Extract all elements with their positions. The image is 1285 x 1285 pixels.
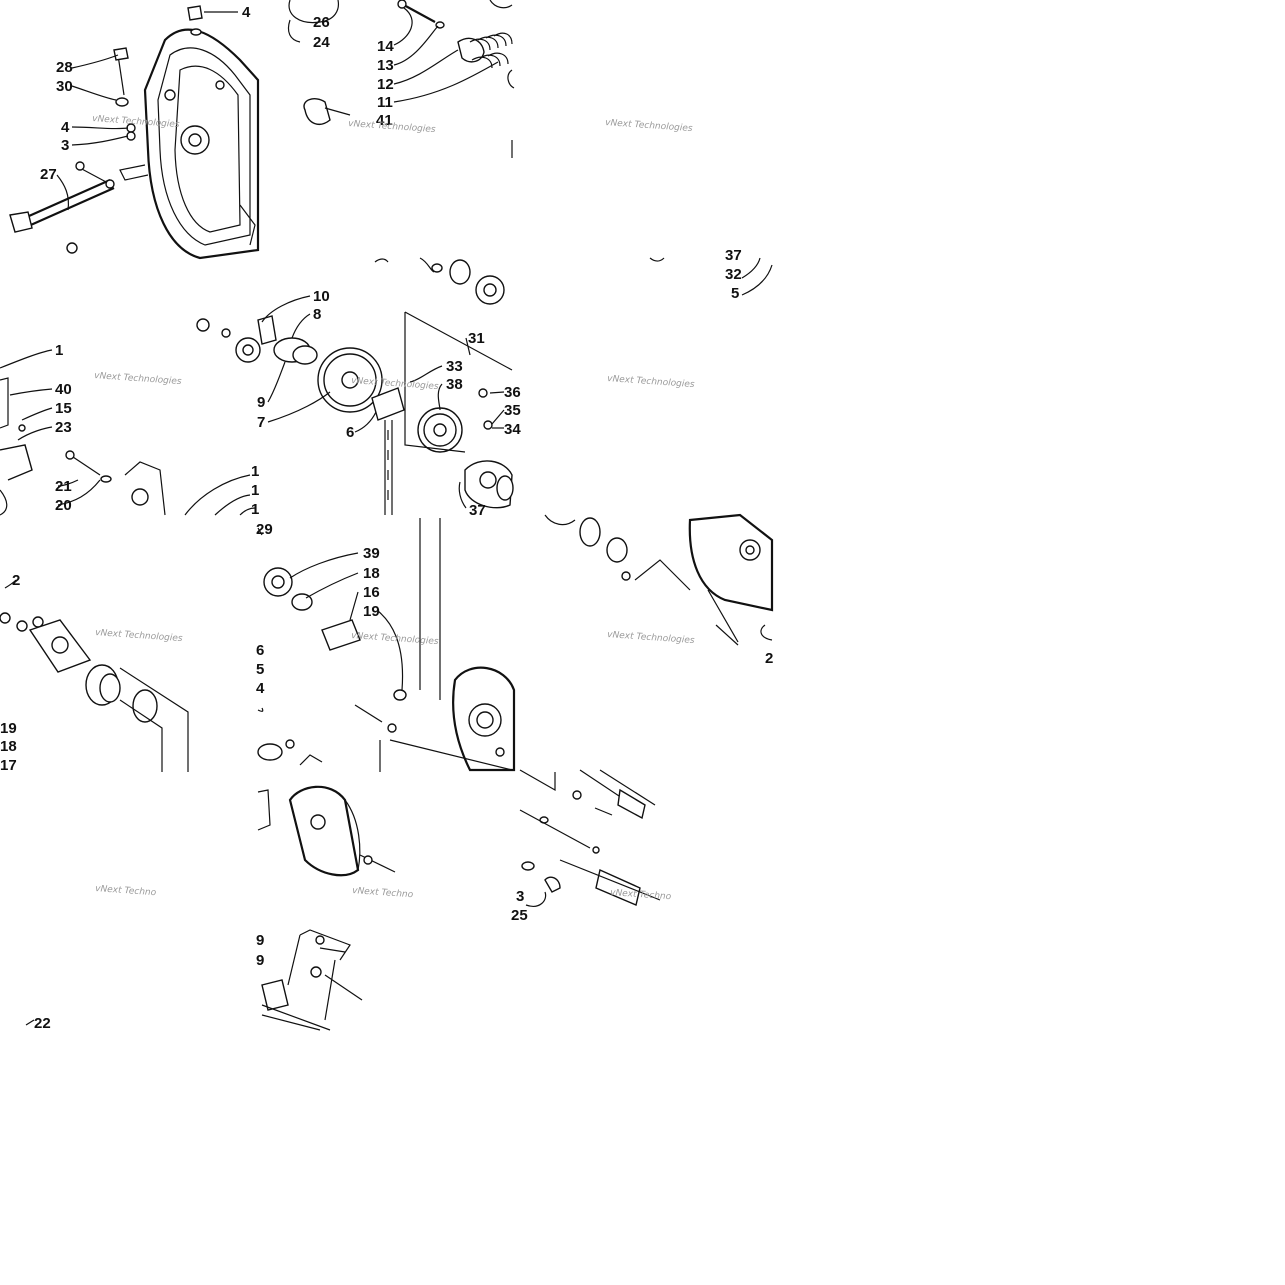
housing-cover-drawing	[9, 5, 260, 260]
watermark: vNext Technologies	[607, 630, 695, 646]
callout-label: 25	[511, 907, 528, 924]
callout-label: 12	[377, 76, 394, 93]
gear-train-drawing	[196, 257, 514, 515]
callout-label: 3	[61, 137, 69, 154]
callout-label: 24	[313, 34, 330, 51]
shaft-assembly-drawing	[519, 769, 661, 907]
callout-label: 37	[725, 247, 742, 264]
callout-label: 2	[765, 650, 773, 667]
callout-label: 1	[251, 482, 259, 499]
callout-label: 9	[257, 394, 265, 411]
watermark: vNext Technologies	[607, 374, 695, 390]
callout-label: 26	[313, 14, 330, 31]
callout-label: 10	[313, 288, 330, 305]
watermark: vNext Technologies	[95, 628, 183, 644]
callout-label: 17	[0, 757, 17, 774]
callout-label: 39	[363, 545, 380, 562]
watermark: vNext Technologies	[92, 114, 180, 130]
callout-label: 5	[256, 661, 264, 678]
callout-label: 32	[725, 266, 742, 283]
callout-label: 18	[363, 565, 380, 582]
watermark: vNext Techno	[610, 888, 672, 902]
watermark: vNext Techno	[352, 886, 414, 900]
callout-label: 18	[0, 738, 17, 755]
callout-label: 33	[446, 358, 463, 375]
callout-label: 14	[377, 38, 394, 55]
callout-label: 15	[55, 400, 72, 417]
callout-label: 1	[251, 501, 259, 518]
callout-label: 35	[504, 402, 521, 419]
callout-label: 1	[55, 342, 63, 359]
callout-label: 2	[12, 572, 20, 589]
callout-label: 21	[55, 478, 72, 495]
drive-plate-leader-lines	[257, 527, 404, 691]
callout-label: 29	[256, 521, 273, 538]
callout-label: 23	[55, 419, 72, 436]
watermarks: vNext Technologies vNext Technologies vN…	[92, 114, 695, 902]
watermark: vNext Technologies	[351, 631, 439, 647]
watermark: vNext Technologies	[94, 371, 182, 387]
callout-label: 4	[61, 119, 70, 136]
right-leader-lines	[649, 257, 773, 296]
callout-label: 7	[257, 414, 265, 431]
callout-label: 31	[468, 330, 485, 347]
svg-text:9: 9	[256, 952, 264, 969]
mounting-bracket-drawing	[257, 785, 396, 1031]
callout-label: 1	[251, 463, 259, 480]
callout-label: 30	[56, 78, 73, 95]
callout-label: 4	[256, 680, 265, 697]
housing-leader-lines	[56, 11, 238, 211]
spring-leader-lines	[393, 7, 499, 103]
callout-labels: 4 26 24 14 13 12 11 41 28 30 4 3 27 10 8…	[0, 4, 773, 1032]
callout-label: 5	[731, 285, 739, 302]
callout-label: 37	[469, 502, 486, 519]
callout-label: 6	[346, 424, 354, 441]
callout-label: 40	[55, 381, 72, 398]
watermark: vNext Techno	[95, 884, 157, 898]
callout-label: 27	[40, 166, 57, 183]
callout-label: 13	[377, 57, 394, 74]
callout-label: 8	[313, 306, 321, 323]
watermark: vNext Technologies	[348, 119, 436, 135]
callout-label: 4	[242, 4, 251, 21]
output-housing-drawing	[544, 513, 774, 646]
callout-label: 22	[34, 1015, 51, 1032]
callout-label: 41	[376, 112, 393, 129]
callout-label: 34	[504, 421, 521, 438]
chain-tensioner-drawing	[0, 377, 256, 516]
callout-label: 16	[363, 584, 380, 601]
watermark: vNext Technologies	[605, 118, 693, 134]
callout-label: 19	[0, 720, 17, 737]
svg-text:9: 9	[256, 932, 264, 949]
callout-label: 6	[256, 642, 264, 659]
callout-label: 28	[56, 59, 73, 76]
bearing-assembly-drawing	[0, 579, 189, 772]
callout-label: 20	[55, 497, 72, 514]
tensioner-leader-lines	[0, 349, 101, 506]
callout-label: 19	[363, 603, 380, 620]
callout-label: 38	[446, 376, 463, 393]
callout-label: 11	[377, 94, 393, 111]
drive-plate-drawing	[257, 518, 516, 772]
callout-label: 36	[504, 384, 521, 401]
callout-label: 3	[516, 888, 524, 905]
gear-leader-lines	[261, 295, 505, 509]
